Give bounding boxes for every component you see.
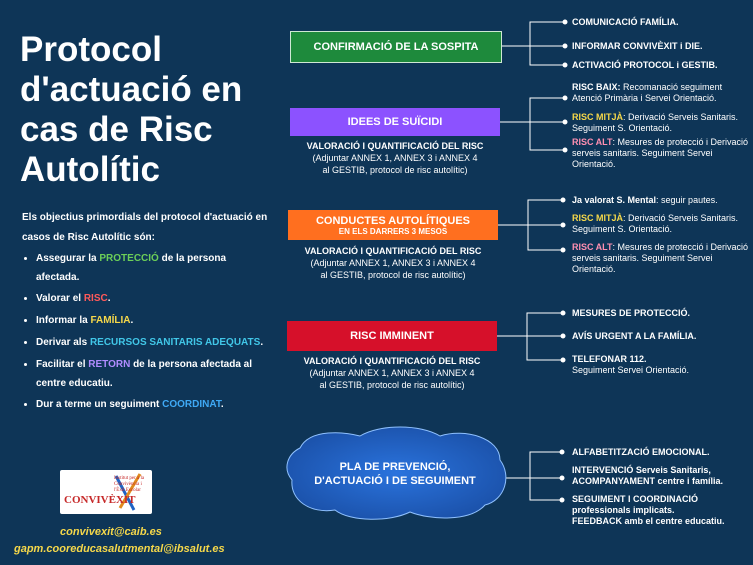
box-risc-imminent: RISC IMMINENT xyxy=(287,321,497,351)
item-mesures-proteccio: MESURES DE PROTECCIÓ. xyxy=(572,308,691,318)
page-title: Protocol d'actuació en cas de Risc Autol… xyxy=(20,30,243,189)
item-idees-risc-baix: RISC BAIX: Recomanació seguiment Atenció… xyxy=(572,82,723,103)
box-idees-suicidi: IDEES DE SUÏCIDI xyxy=(290,108,500,136)
item-informar-convivexit: INFORMAR CONVIVÈXIT i DIE. xyxy=(572,41,703,51)
email-convivexit[interactable]: convivexit@caib.es xyxy=(60,526,162,538)
bubble-label: PLA DE PREVENCIÓ, D'ACTUACIÓ I DE SEGUIM… xyxy=(314,461,476,487)
list-item: Derivar als RECURSOS SANITARIS ADEQUATS. xyxy=(36,332,287,354)
objectives-block: Els objectius primordials del protocol d… xyxy=(22,208,287,416)
box-confirmacio-sospita: CONFIRMACIÓ DE LA SOSPITA xyxy=(290,31,502,63)
convivexit-logo: CONVIVÈXIT Institut per a la Convivència… xyxy=(60,470,152,514)
email-gapm[interactable]: gapm.cooreducasalutmental@ibsalut.es xyxy=(14,543,225,555)
item-idees-risc-alt: RISC ALT: Mesures de protecció i Derivac… xyxy=(572,137,749,169)
item-alfabetitzacio: ALFABETITZACIÓ EMOCIONAL. xyxy=(572,447,710,457)
list-item: Dur a terme un seguiment COORDINAT. xyxy=(36,394,287,416)
item-comunicacio-familia: COMUNICACIÓ FAMÍLIA. xyxy=(572,17,679,27)
logo-subtitle: Institut per a la Convivència i l'Èxit E… xyxy=(114,476,145,493)
logo-wordmark: CONVIVÈXIT xyxy=(64,494,136,506)
valoracio-imminent: VALORACIÓ I QUANTIFICACIÓ DEL RISC (Adju… xyxy=(303,356,481,390)
item-avis-urgent: AVÍS URGENT A LA FAMÍLIA. xyxy=(572,331,697,341)
objectives-list: Assegurar la PROTECCIÓ de la personaafec… xyxy=(22,248,287,416)
item-telefonar-112: TELEFONAR 112. Seguiment Servei Orientac… xyxy=(572,354,690,375)
list-item: Assegurar la PROTECCIÓ de la personaafec… xyxy=(36,248,287,288)
prevention-bubble xyxy=(286,426,507,520)
valoracio-idees: VALORACIÓ I QUANTIFICACIÓ DEL RISC (Adju… xyxy=(306,141,484,175)
item-activacio-protocol: ACTIVACIÓ PROTOCOL i GESTIB. xyxy=(572,60,718,70)
item-conductes-risc-alt: RISC ALT: Mesures de protecció i Derivac… xyxy=(572,242,749,274)
item-idees-risc-mitja: RISC MITJÀ: Derivació Serveis Sanitaris.… xyxy=(572,112,739,133)
logo-mark-icon xyxy=(114,473,142,511)
item-intervencio: INTERVENCIÓ Serveis Sanitaris, ACOMPANYA… xyxy=(572,465,724,486)
list-item: Facilitar el RETORN de la persona afecta… xyxy=(36,354,287,394)
box-conductes-autolitiques: CONDUCTES AUTOLÍTIQUES EN ELS DARRERS 3 … xyxy=(288,210,498,240)
valoracio-conductes: VALORACIÓ I QUANTIFICACIÓ DEL RISC (Adju… xyxy=(304,246,482,280)
item-conductes-risc-mitja: RISC MITJÀ: Derivació Serveis Sanitaris.… xyxy=(572,213,739,234)
objectives-intro: Els objectius primordials del protocol d… xyxy=(22,212,268,243)
list-item: Valorar el RISC. xyxy=(36,288,287,310)
list-item: Informar la FAMÍLIA. xyxy=(36,310,287,332)
item-conductes-valorat: Ja valorat S. Mental: seguir pautes. xyxy=(572,195,718,205)
item-seguiment-coordinacio: SEGUIMENT I COORDINACIÓ professionals im… xyxy=(572,494,725,526)
